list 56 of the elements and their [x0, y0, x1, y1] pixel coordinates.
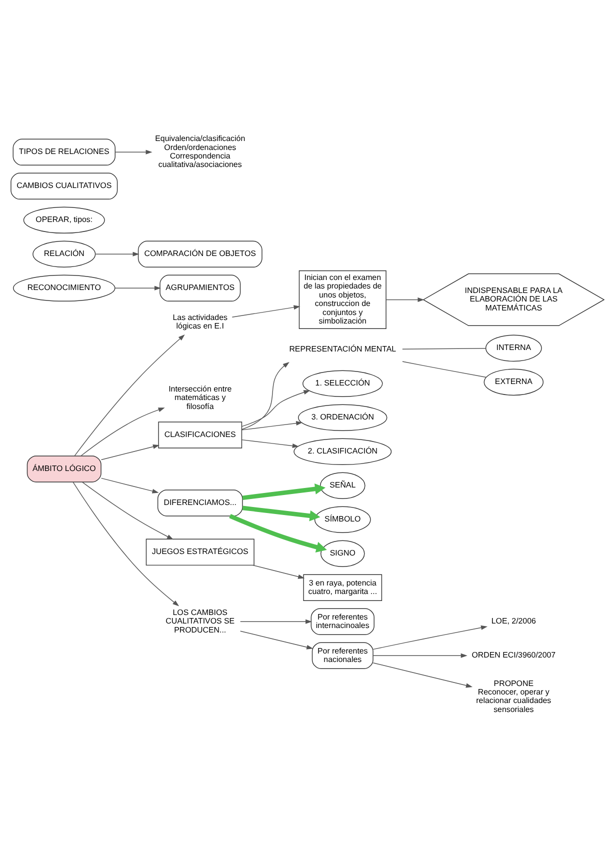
- node-ellipse: RELACIÓN: [32, 240, 96, 268]
- arrow: [241, 438, 299, 448]
- arrow: [242, 482, 326, 500]
- node-ellipse: OPERAR, tipos:: [23, 206, 105, 234]
- node-text: LOS CAMBIOS CUALITATIVOS SE PRODUCEN...: [166, 607, 235, 634]
- node-box: DIFERENCIAMOS...: [157, 489, 243, 516]
- arrow: [241, 420, 303, 430]
- arrow: [240, 630, 314, 649]
- connector: [402, 348, 486, 349]
- arrow: [252, 564, 305, 578]
- node-ellipse: RECONOCIMIENTO: [12, 274, 116, 302]
- node-ellipse: SIGNO: [320, 540, 365, 566]
- arrow: [372, 652, 468, 658]
- arrow: [232, 304, 300, 318]
- arrow: [100, 444, 160, 460]
- connector: [402, 360, 486, 378]
- arrow: [242, 390, 310, 426]
- node-text: REPRESENTACIÓN MENTAL: [289, 344, 396, 354]
- arrow: [95, 251, 140, 256]
- node-ellipse: 3. ORDENACIÓN: [298, 404, 388, 431]
- arrow: [72, 481, 180, 606]
- node-box: CLASIFICACIONES: [158, 421, 242, 448]
- node-ellipse: SÍMBOLO: [314, 506, 371, 532]
- arrow: [114, 149, 152, 154]
- arrow: [386, 296, 424, 302]
- arrow: [240, 618, 312, 624]
- node-box: AGRUPAMIENTOS: [160, 274, 241, 302]
- node-box: Por referentes nacionales: [312, 642, 374, 668]
- arrow: [242, 505, 320, 521]
- node-text: Equivalencia/clasificación Orden/ordenaciones Correspondencia cualitativa/asociaciones: [155, 134, 246, 169]
- node-box: CAMBIOS CUALITATIVOS: [10, 172, 118, 200]
- arrow: [74, 334, 185, 456]
- node-box: Por referentes internacinoales: [310, 608, 374, 634]
- node-ellipse: INTERNA: [485, 334, 542, 362]
- node-box: JUEGOS ESTRATÉGICOS: [146, 538, 254, 566]
- arrow: [114, 285, 161, 290]
- node-ellipse: SEÑAL: [320, 472, 366, 498]
- arrow: [229, 514, 327, 552]
- node-text: LOE, 2/2006: [491, 616, 536, 626]
- arrow: [80, 407, 165, 456]
- node-box: ÁMBITO LÓGICO: [26, 455, 102, 482]
- node-ellipse: EXTERNA: [484, 368, 544, 396]
- node-box: TIPOS DE RELACIONES: [12, 138, 116, 166]
- arrow: [372, 624, 488, 650]
- node-box: Inician con el examen de las propiedades de unos objetos, construccion de conjuntos y simbolización: [298, 270, 386, 329]
- node-text: ORDEN ECI/3960/2007: [472, 650, 556, 660]
- node-text: PROPONE Reconocer, operar y relacionar cualidades sensoriales: [476, 678, 552, 714]
- arrow: [242, 362, 290, 430]
- node-text: Intersección entre matemáticas y filosofía: [168, 384, 232, 410]
- node-box: 3 en raya, potencia cuatro, margarita ...: [303, 574, 382, 600]
- node-box: COMPARACIÓN DE OBJETOS: [138, 240, 262, 268]
- node-text: Las actividades lógicas en E.I: [172, 312, 228, 330]
- arrow: [100, 477, 159, 493]
- arrow: [82, 481, 174, 540]
- arrow: [372, 662, 473, 688]
- node-ellipse: 2. CLASIFICACIÓN: [294, 438, 392, 464]
